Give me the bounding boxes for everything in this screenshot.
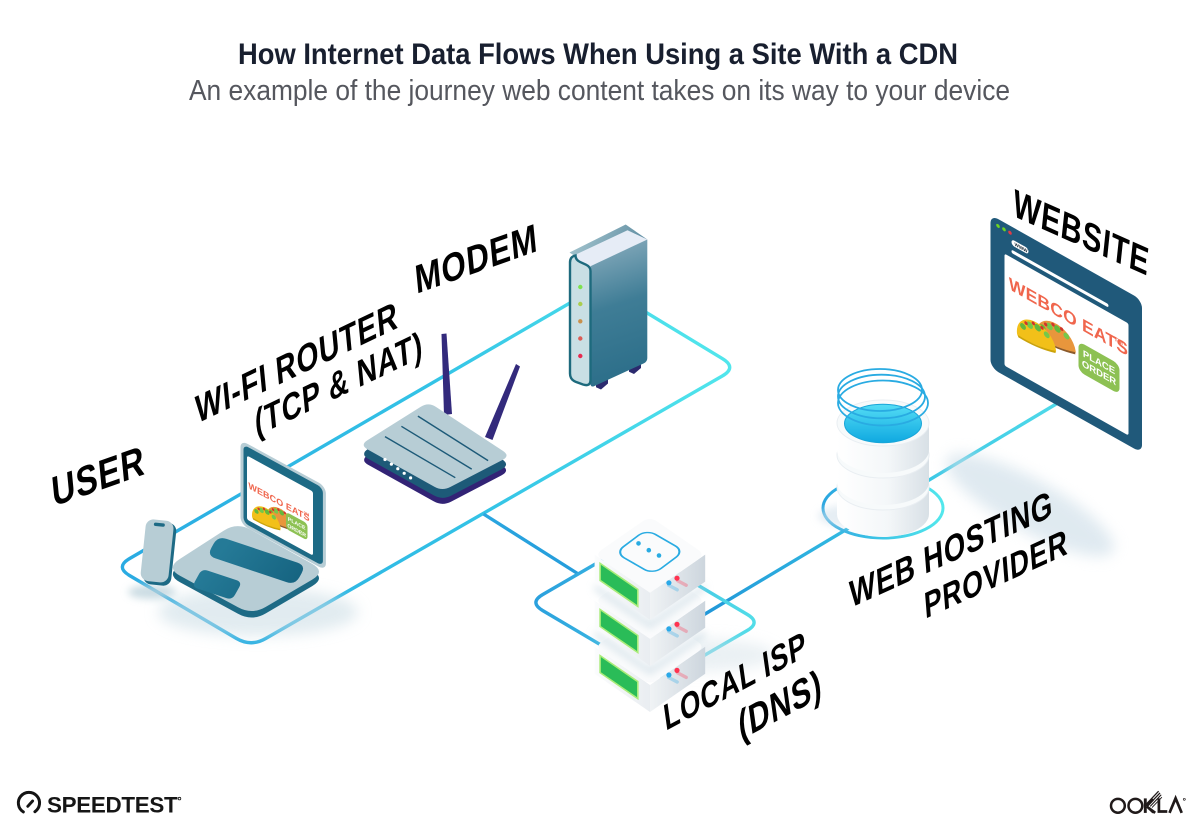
svg-text:USER: USER: [50, 438, 147, 517]
svg-text:An example of the journey web: An example of the journey web content ta…: [189, 75, 1010, 107]
svg-text:SPEEDTEST: SPEEDTEST: [47, 793, 178, 818]
svg-text:How Internet Data Flows When U: How Internet Data Flows When Using a Sit…: [238, 38, 958, 71]
svg-text:TM: TM: [1114, 336, 1123, 347]
svg-text:TM: TM: [304, 511, 309, 518]
svg-text:MODEM: MODEM: [413, 215, 540, 303]
